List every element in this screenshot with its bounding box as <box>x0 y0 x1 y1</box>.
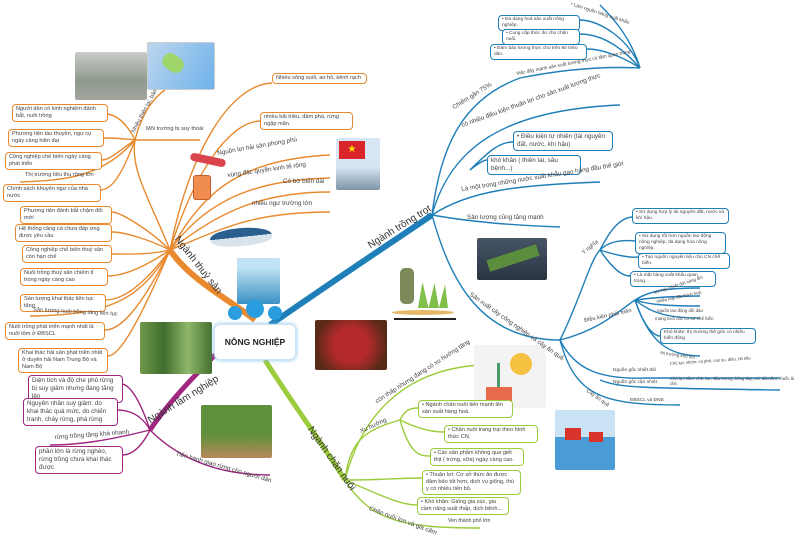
fishery-node[interactable]: Khai thác hải sản phát triển nhất ở duyê… <box>18 348 108 373</box>
fishing-image <box>237 258 280 304</box>
crops-label[interactable]: Chủ lực nằm: chè, lạc, đậu tương, bông đ… <box>670 376 794 386</box>
livestock-label[interactable]: Ven thành phố lớn <box>448 518 491 524</box>
crops-label[interactable]: Nguồn gốc nhiệt đới <box>613 368 657 373</box>
fishery-node[interactable]: Phương tiện tàu thuyền, ngư cụ ngày càng… <box>8 129 104 147</box>
livestock-node[interactable]: • Chăn nuôi trang trại theo hình thức CN… <box>444 425 538 443</box>
fishery-label[interactable]: nhiều ngư trường lớn <box>252 200 313 207</box>
people-icon <box>268 306 282 320</box>
fishery-node[interactable]: nhiều bãi triều, đầm phá, rừng ngập mặn. <box>260 112 353 130</box>
central-topic-title: NÔNG NGHIỆP <box>224 337 286 347</box>
crops-node[interactable]: Khó khăn: thị trường thế giới có nhiều b… <box>660 328 756 344</box>
crops-label[interactable]: Sản lượng cũng tăng mạnh <box>467 214 544 221</box>
forestry-node[interactable]: Nguyên nhân suy giảm: do khai thác quá m… <box>23 398 118 426</box>
people-icon <box>228 306 242 320</box>
fishery-node[interactable]: Hệ thống cảng cá chưa đáp ứng được yêu c… <box>15 224 112 242</box>
fishery-node[interactable]: Công nghiệp chế biến ngày càng phát triể… <box>5 152 102 170</box>
fishery-node[interactable]: Chính sách khuyến ngư của nhà nước <box>3 184 101 202</box>
forest-image <box>140 322 212 374</box>
storm-map-image <box>147 42 215 90</box>
livestock-node[interactable]: • Khó khăn: Giống gia súc, gia cầm năng … <box>417 497 509 515</box>
crops-node[interactable]: khó khăn ( thiên tai, sâu bệnh...) <box>487 155 581 175</box>
fishery-node[interactable]: Người dân có kinh nghiệm đánh bắt, nuôi … <box>12 104 108 122</box>
livestock-node[interactable]: • Ngành chăn nuôi tiến mạnh lên sản xuất… <box>418 400 513 418</box>
crops-label[interactable]: mạng lưới các cơ sở chế biến <box>655 316 714 321</box>
livestock-node[interactable]: • Các sản phẩm không qua giết thịt ( trứ… <box>430 448 524 466</box>
fishery-label[interactable]: Có bờ biển dài <box>283 178 325 185</box>
fishery-node[interactable]: Nuôi trồng thuỷ sản chiếm tỉ trọng ngày … <box>20 268 108 286</box>
crops-label[interactable]: ĐBSCL và ĐNB <box>630 398 664 403</box>
fishery-label[interactable]: Môi trường bị suy thoái <box>146 126 204 132</box>
fishery-node[interactable]: Phương tiện đánh bắt chậm đổi mới <box>20 206 112 224</box>
plant-sun-icon <box>474 345 546 408</box>
people-icon <box>246 300 264 318</box>
crops-node[interactable]: • Đảm bảo lương thực cho trên 80 triệu d… <box>490 44 587 60</box>
suitcase-icon <box>193 175 211 200</box>
fishery-node[interactable]: Sản lượng khai thác liên tục tăng <box>20 294 106 312</box>
crops-label[interactable]: nguồn lao động dồi dào <box>657 308 703 313</box>
crops-node[interactable]: • Sử dụng tốt hơn nguồn lao động nông ng… <box>635 232 726 254</box>
island-model-image <box>477 238 547 280</box>
crops-label[interactable]: Nguồn gốc cận nhiệt <box>613 380 658 385</box>
fishery-label[interactable]: Thị trường tiêu thụ rộng lớn <box>25 172 94 178</box>
crops-node[interactable]: • Là mặt hàng xuất khẩu quan trọng... <box>630 271 716 287</box>
flood-image <box>555 410 615 470</box>
storm-image <box>75 52 147 100</box>
coffee-image <box>315 320 387 370</box>
fishery-node[interactable]: Công nghiệp chế biến thuỷ sản còn hạn ch… <box>22 245 112 263</box>
forestry-node[interactable]: phần lớn là rừng nghèo, rừng trồng chưa … <box>35 446 123 474</box>
crops-node[interactable]: • Sử dụng hợp lý tài nguyên đất, nước và… <box>632 208 729 224</box>
cattle-image <box>201 405 272 458</box>
crops-node[interactable]: • Tạo nguồn nguyên liệu cho CN chế biến. <box>638 253 730 269</box>
crops-node[interactable]: • Điều kiện tự nhiên (tài nguyên đất, nư… <box>513 131 613 151</box>
crops-node[interactable]: • Cung cấp thức ăn cho chăn nuôi. <box>502 29 580 45</box>
fishery-node[interactable]: Nuôi trồng phát triển mạnh nhất là nuôi … <box>5 322 105 340</box>
farmer-illustration <box>392 262 460 320</box>
forestry-node[interactable]: Diện tích và độ che phủ rừng bị suy giảm… <box>28 375 123 403</box>
star-icon: ★ <box>339 141 365 159</box>
central-topic[interactable]: NÔNG NGHIỆP <box>214 324 296 360</box>
vietnam-flag-image: ★ <box>336 138 380 190</box>
livestock-node[interactable]: • Thuận lợi: Cơ sở thức ăn được đảm bảo … <box>422 470 521 495</box>
fishery-node[interactable]: Nhiều sông suối, ao hồ, kênh rạch <box>272 73 367 84</box>
